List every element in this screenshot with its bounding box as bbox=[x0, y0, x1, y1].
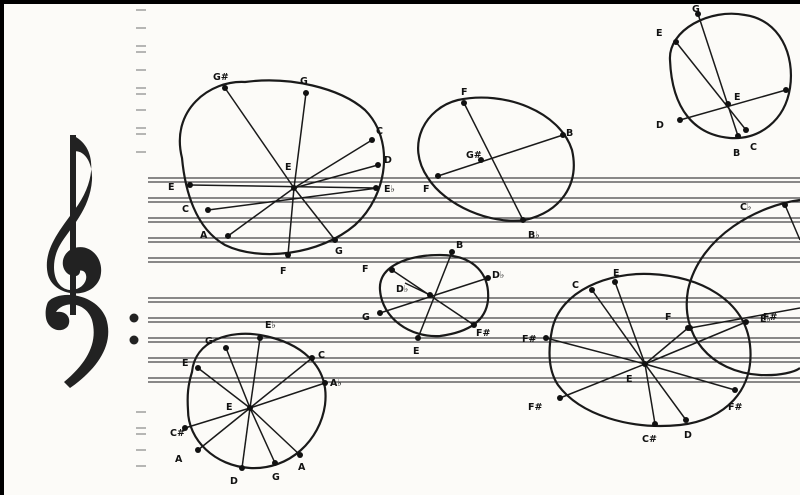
note-label: B♭ bbox=[528, 230, 540, 241]
center-label: E bbox=[226, 402, 233, 413]
note-label: D bbox=[656, 120, 664, 131]
note-label: C# bbox=[170, 428, 185, 439]
paper-background bbox=[4, 4, 800, 495]
note-label: F# bbox=[728, 402, 742, 413]
note-label: F# bbox=[476, 328, 490, 339]
note-label: B bbox=[456, 240, 463, 251]
note-label: F bbox=[665, 312, 672, 323]
note-label: G bbox=[335, 246, 343, 257]
note-label: E bbox=[182, 358, 189, 369]
note-label: G bbox=[300, 76, 308, 87]
center-label: E bbox=[626, 374, 633, 385]
note-label: A♭ bbox=[330, 378, 342, 389]
note-label: E bbox=[656, 28, 663, 39]
note-label: D bbox=[384, 155, 392, 166]
note-label: F bbox=[423, 184, 430, 195]
center-label: G# bbox=[466, 150, 482, 161]
note-label: B bbox=[733, 148, 740, 159]
note-label: F bbox=[461, 87, 468, 98]
note-label: A bbox=[200, 230, 208, 241]
note-label: F# bbox=[763, 312, 777, 323]
note-label: D♭ bbox=[396, 284, 408, 295]
note-label: C bbox=[376, 126, 383, 137]
note-label: D♭ bbox=[492, 270, 504, 281]
note-label: G# bbox=[213, 72, 229, 83]
note-label: C# bbox=[642, 434, 657, 445]
note-label: D bbox=[684, 430, 692, 441]
note-label: G bbox=[272, 472, 280, 483]
note-label: C bbox=[572, 280, 579, 291]
center-label: E bbox=[734, 92, 741, 103]
note-label: E♭ bbox=[265, 320, 276, 331]
note-label: G bbox=[205, 336, 213, 347]
note-label: C bbox=[750, 142, 757, 153]
note-label: E bbox=[413, 346, 420, 357]
note-label: G bbox=[692, 4, 700, 15]
note-label: F bbox=[280, 266, 287, 277]
note-label: A bbox=[175, 454, 183, 465]
note-label: G bbox=[362, 312, 370, 323]
note-label: C bbox=[182, 204, 189, 215]
note-label: E bbox=[168, 182, 175, 193]
note-label: B bbox=[566, 128, 573, 139]
note-label: C bbox=[318, 350, 325, 361]
note-label: F# bbox=[528, 402, 542, 413]
note-label: F# bbox=[522, 334, 536, 345]
note-label: E♭ bbox=[384, 184, 395, 195]
note-label: A bbox=[298, 462, 306, 473]
note-label: C♭ bbox=[740, 202, 751, 213]
note-label: D bbox=[230, 476, 238, 487]
note-label: E bbox=[613, 268, 620, 279]
note-label: F bbox=[362, 264, 369, 275]
center-label: E bbox=[285, 162, 292, 173]
